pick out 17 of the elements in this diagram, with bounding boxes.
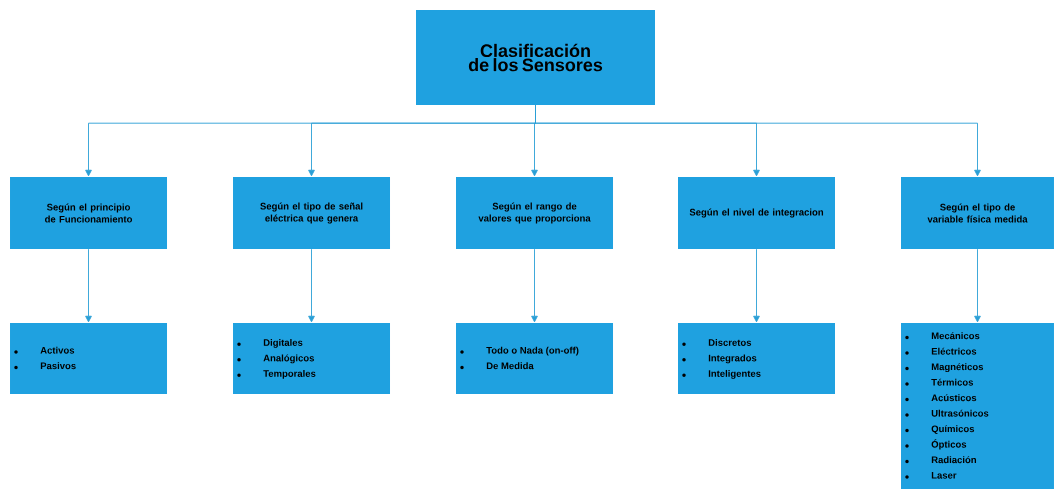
category-box: Según el tipo de variable física medida xyxy=(901,177,1054,249)
bullet-list-box: Activos Pasivos xyxy=(10,323,167,394)
arrow xyxy=(85,248,92,323)
arrow xyxy=(753,248,760,323)
bullet-list-box: Digitales Analógicos Temporales xyxy=(233,323,390,394)
arrow xyxy=(974,248,981,323)
category-box: Según el nivel de integracion xyxy=(678,177,835,249)
title-box: Clasificación de los Sensores xyxy=(416,10,655,105)
bullet-list-box: Mecánicos Eléctricos Magnéticos Térmicos Acústicos Ultrasónicos Químicos Ópticos Radiación Laser xyxy=(901,323,1054,489)
bullet-list-box: Discretos Integrados Inteligentes xyxy=(678,323,835,394)
arrow xyxy=(308,248,315,323)
arrow xyxy=(535,104,981,177)
category-box: Según el tipo de señal eléctrica que genera xyxy=(233,177,390,249)
bullet-list-box: Todo o Nada (on-off) De Medida xyxy=(456,323,613,394)
arrow xyxy=(531,248,538,323)
category-box: Según el rango de valores que proporciona xyxy=(456,177,613,249)
category-box: Según el principio de Funcionamiento xyxy=(10,177,167,249)
